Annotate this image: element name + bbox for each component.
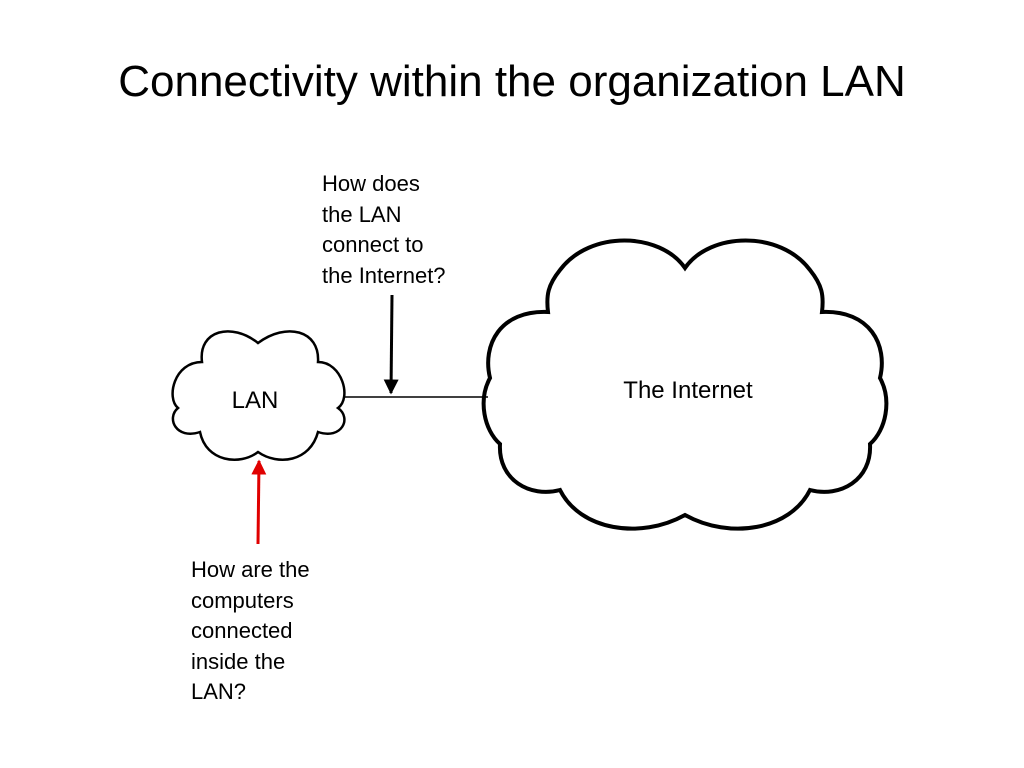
slide-title: Connectivity within the organization LAN xyxy=(118,57,906,106)
internet-label: The Internet xyxy=(623,377,753,404)
lan-label: LAN xyxy=(232,387,279,414)
lan-internet-question: How does the LAN connect to the Internet… xyxy=(322,171,446,288)
inside-lan-question: How are the computers connected inside t… xyxy=(191,557,310,704)
lan-cloud-shape xyxy=(171,330,346,461)
lan-question-arrow xyxy=(251,459,267,545)
internet-cloud-shape xyxy=(481,238,889,531)
link-question-arrow xyxy=(383,294,399,395)
